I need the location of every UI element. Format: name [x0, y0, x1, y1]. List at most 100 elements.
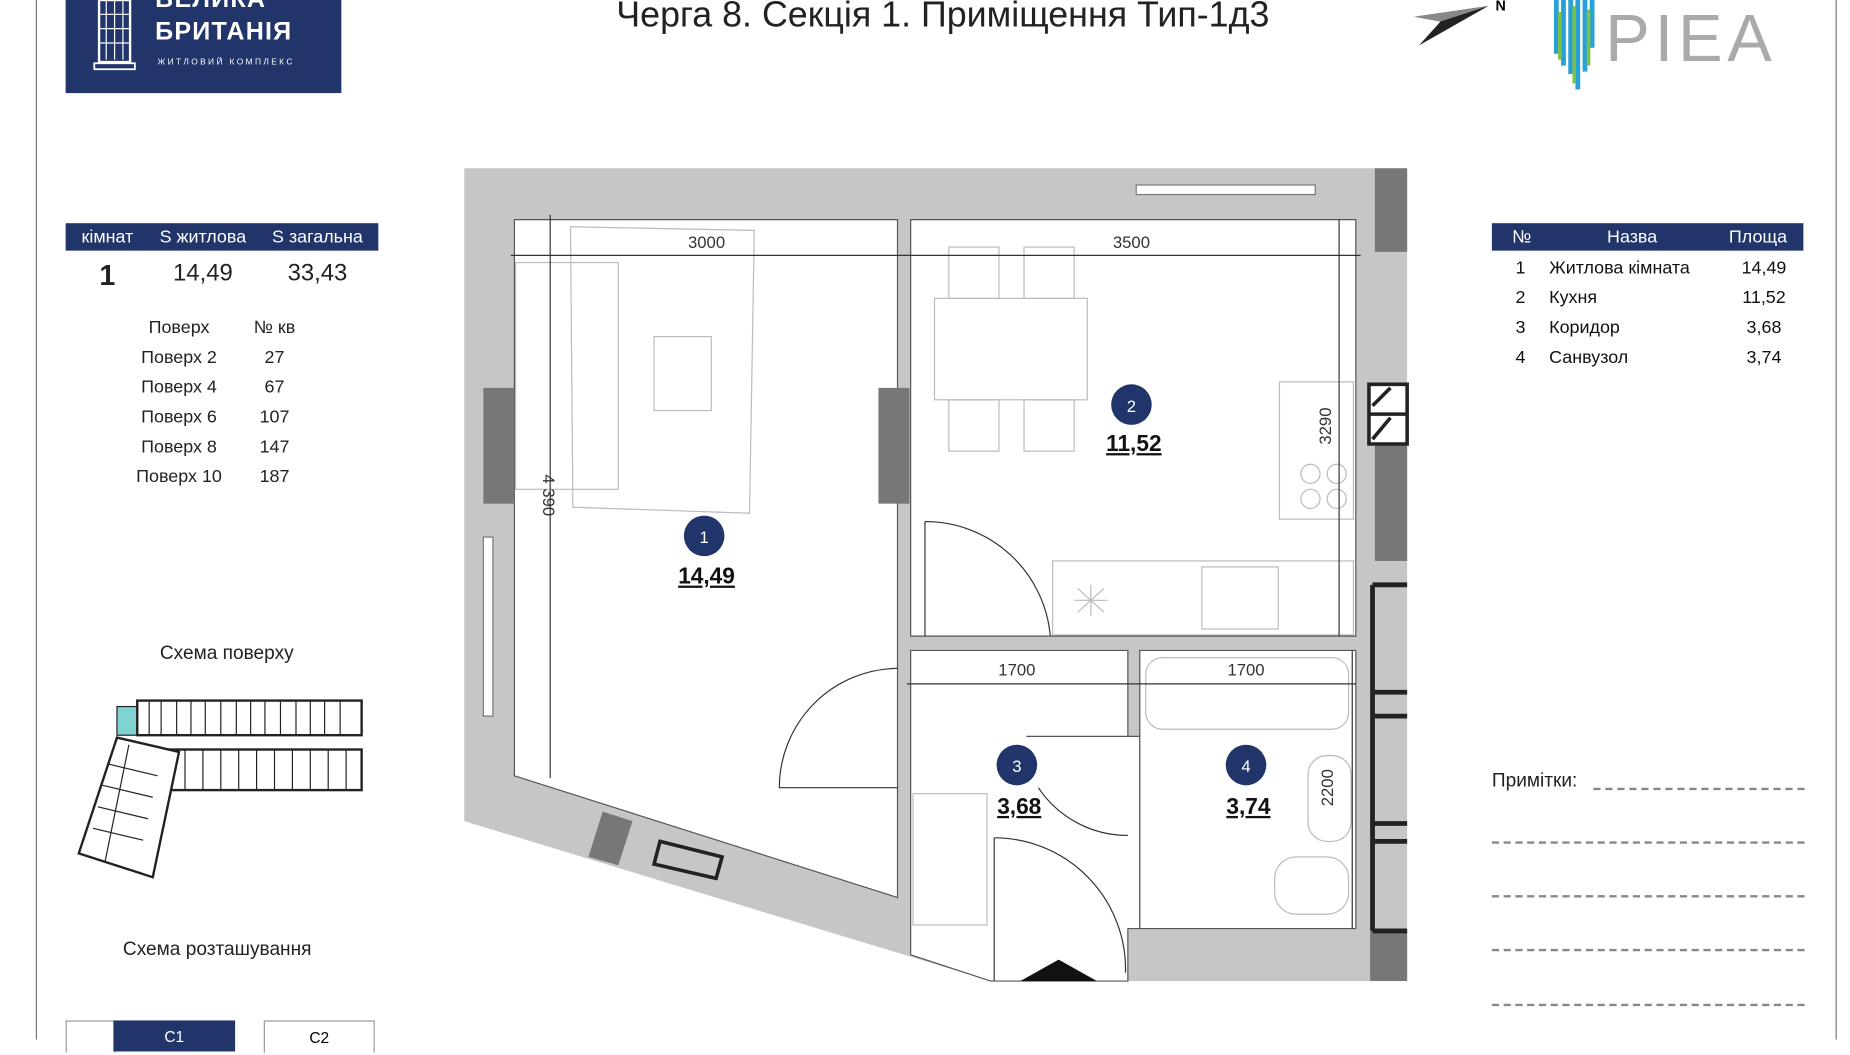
brand-logo: ВЕЛИКА БРИТАНІЯ ЖИТЛОВИЙ КОМПЛЕКС [65, 0, 342, 94]
dimension-lines [510, 214, 1361, 929]
entrance-icon [1020, 959, 1097, 982]
dimension-label: 4 390 [539, 474, 558, 516]
floors-table: Поверх № кв Поверх 2 27 Поверх 4 67 Поверх … [119, 313, 310, 492]
rooms-table: 1 Житлова кімната 14,49 2 Кухня 11,52 3 Корид… [1492, 253, 1804, 372]
header-area: Площа [1728, 226, 1788, 248]
room-name: Кухня [1549, 287, 1598, 308]
brand-name-line1: ВЕЛИКА [155, 0, 266, 14]
dimension-label: 2200 [1318, 769, 1337, 806]
rooms-row: 2 Кухня 11,52 [1492, 283, 1804, 313]
floor: Поверх 4 [141, 377, 217, 398]
location-scheme-caption: Схема розташування [122, 939, 312, 960]
notes-line [1491, 948, 1805, 952]
floor: Поверх 6 [141, 406, 217, 428]
room-bathroom [1139, 649, 1357, 930]
right-border [1835, 0, 1837, 1040]
floor-scheme-image [77, 699, 363, 879]
room-name: Коридор [1549, 317, 1620, 338]
notes-label: Примітки: [1491, 771, 1578, 792]
room-corridor [910, 649, 1141, 982]
developer-logo: PIEA [1552, 0, 1809, 93]
floor-scheme-caption: Схема поверху [159, 643, 294, 664]
window [482, 536, 494, 717]
rooms-row: 1 Житлова кімната 14,49 [1492, 253, 1804, 283]
left-border [35, 0, 37, 1040]
dimension-label: 1700 [1227, 661, 1264, 680]
dimension-label: 3500 [1113, 233, 1150, 252]
dimension-label: 1700 [998, 661, 1035, 680]
room-living [513, 219, 899, 899]
room-no: 1 [1515, 257, 1526, 279]
brand-name-line2: БРИТАНІЯ [155, 17, 293, 46]
ventilation-shaft-icon [1367, 382, 1409, 446]
summary-table-header: кімнат S житлова S загальна [65, 223, 379, 251]
room-no: 4 [1515, 347, 1526, 368]
room-area-label: 11,52 [1106, 430, 1161, 456]
header-no: № [1512, 226, 1532, 248]
summary-table-values: 1 14,49 33,43 [66, 260, 379, 293]
room-number: 1 [700, 528, 709, 547]
living-area: 14,49 [173, 260, 233, 287]
header-apt: № кв [253, 317, 296, 338]
apt-no: 67 [264, 377, 285, 398]
furniture [514, 226, 1355, 926]
floor: Поверх 8 [141, 436, 217, 458]
notes-line [1491, 895, 1805, 898]
header-total-area: S загальна [272, 226, 363, 248]
total-area: 33,43 [287, 260, 348, 287]
doors [778, 520, 1128, 982]
room-area: 14,49 [1741, 257, 1787, 279]
north-arrow-icon [1414, 5, 1489, 46]
notes-line [1593, 787, 1805, 791]
developer-logo-text: PIEA [1605, 0, 1777, 76]
brand-tagline: ЖИТЛОВИЙ КОМПЛЕКС [157, 58, 295, 67]
header-floor: Поверх [148, 317, 210, 338]
room-marker-3[interactable]: 3 3,68 [996, 744, 1042, 819]
apt-no: 187 [259, 466, 290, 487]
building-icon [93, 0, 136, 71]
floors-row: Поверх 10 187 [119, 462, 310, 492]
room-no: 3 [1515, 317, 1526, 338]
header-living-area: S житлова [159, 226, 247, 248]
page-title: Черга 8. Секція 1. Приміщення Тип-1д3 [616, 0, 1270, 35]
room-no: 2 [1515, 287, 1526, 308]
room-area-label: 3,74 [1226, 793, 1270, 819]
room-area: 3,68 [1746, 317, 1782, 338]
north-label: N [1495, 0, 1506, 15]
floors-table-header: Поверх № кв [119, 313, 310, 343]
rooms-row: 3 Коридор 3,68 [1492, 313, 1804, 343]
apt-no: 107 [259, 406, 290, 428]
floors-row: Поверх 6 107 [119, 402, 310, 432]
notes-line [1491, 841, 1805, 844]
room-area-label: 3,68 [997, 793, 1041, 819]
floors-row: Поверх 2 27 [119, 343, 310, 373]
dimension-label: 3290 [1316, 408, 1335, 445]
header-rooms: кімнат [81, 226, 134, 248]
apt-no: 27 [264, 347, 285, 368]
room-marker-1[interactable]: 1 14,49 [678, 515, 735, 589]
floor: Поверх 10 [136, 466, 222, 487]
room-area: 11,52 [1742, 287, 1786, 308]
notes: Примітки: [1492, 771, 1805, 792]
dimension-label: 3000 [688, 233, 725, 252]
room-marker-2[interactable]: 2 11,52 [1106, 384, 1162, 456]
room-number: 2 [1127, 397, 1136, 416]
notes-line [1491, 1003, 1805, 1007]
room-name: Житлова кімната [1549, 257, 1690, 279]
room-marker-4[interactable]: 4 3,74 [1225, 744, 1271, 819]
room-area: 3,74 [1746, 347, 1782, 368]
floor: Поверх 2 [141, 347, 217, 368]
room-name: Санвузол [1549, 347, 1629, 368]
rooms-count: 1 [99, 260, 116, 293]
room-number: 3 [1012, 757, 1021, 776]
rooms-row: 4 Санвузол 3,74 [1492, 343, 1804, 373]
rooms-table-header: № Назва Площа [1491, 223, 1804, 251]
developer-logo-mark-icon [1553, 0, 1595, 90]
header-name: Назва [1607, 226, 1658, 248]
room-number: 4 [1241, 757, 1250, 776]
radiator-icon [651, 839, 725, 881]
north-arrow: N [1414, 0, 1509, 54]
room-area-label: 14,49 [678, 563, 735, 589]
